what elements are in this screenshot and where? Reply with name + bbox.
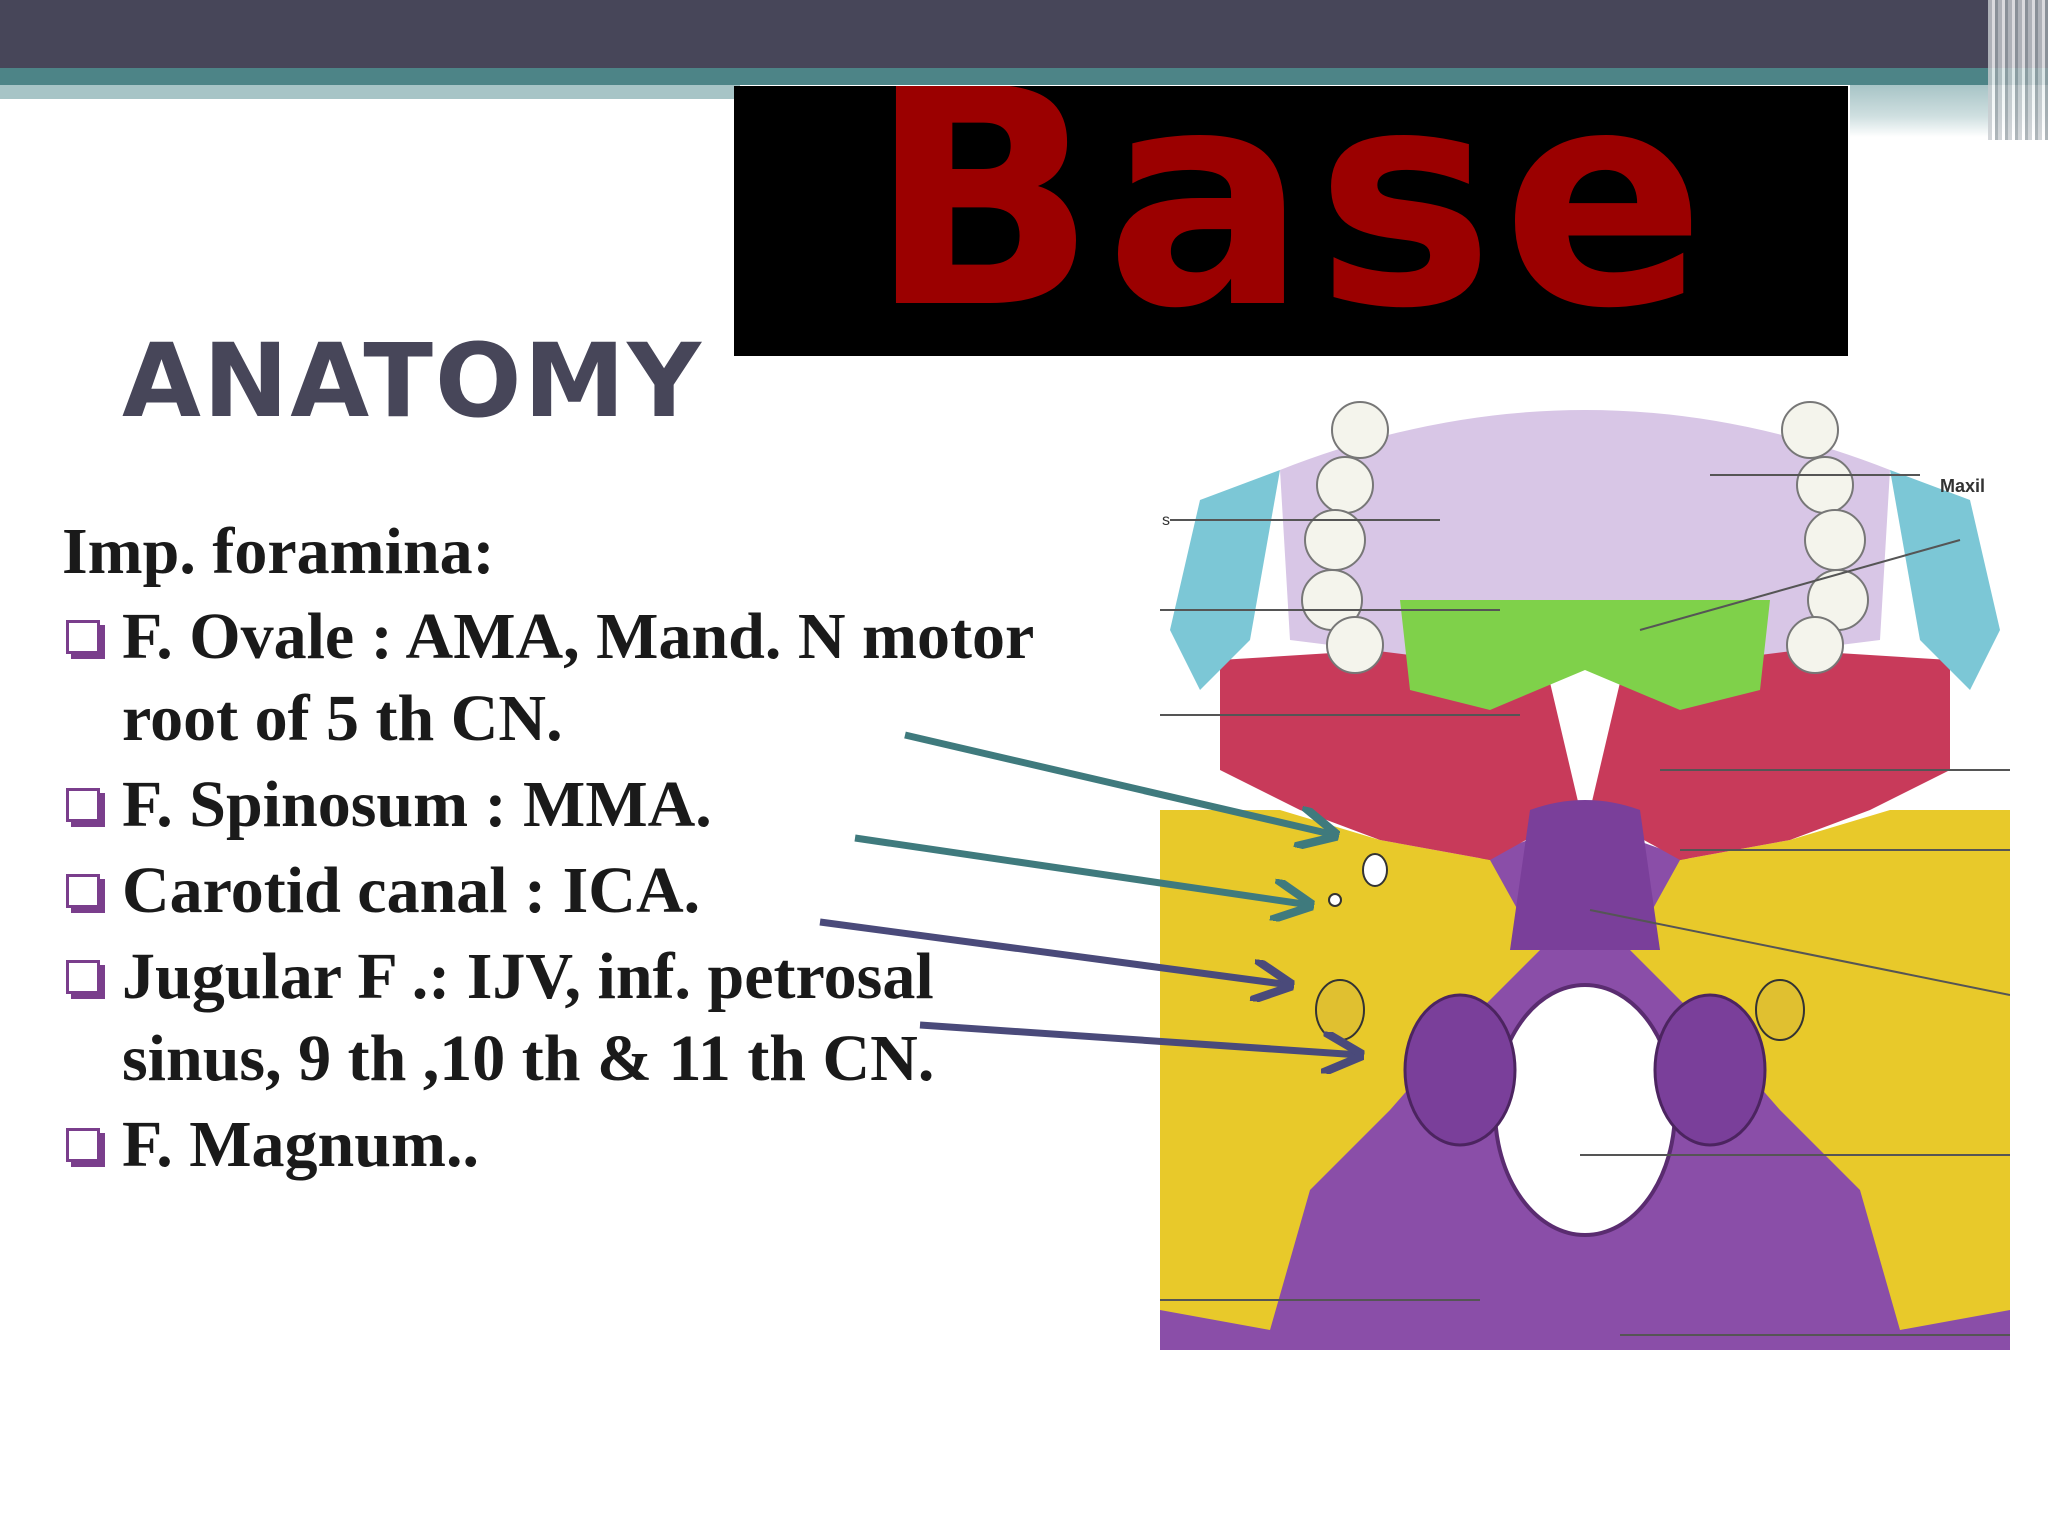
- list-item: Jugular F .: IJV, inf. petrosal sinus, 9…: [62, 936, 1042, 1100]
- list-item-text: F. Ovale : AMA, Mand. N motor root of 5 …: [122, 600, 1034, 755]
- list-item: F. Ovale : AMA, Mand. N motor root of 5 …: [62, 596, 1042, 760]
- checkbox-bullet-icon: [66, 788, 100, 822]
- list-item: F. Magnum..: [62, 1104, 1042, 1186]
- slide-body: Imp. foramina: F. Ovale : AMA, Mand. N m…: [62, 512, 1042, 1190]
- checkbox-bullet-icon: [66, 620, 100, 654]
- list-item-text: Jugular F .: IJV, inf. petrosal sinus, 9…: [122, 940, 935, 1095]
- top-header-bar: [0, 0, 2048, 68]
- accent-bar-light: [0, 85, 740, 99]
- intro-heading: Imp. foramina:: [62, 515, 495, 588]
- list-item-text: F. Spinosum : MMA.: [122, 768, 712, 841]
- figure-label-left: s: [1162, 512, 1170, 529]
- decorative-stripes: [1988, 0, 2048, 140]
- slide-title: ANATOMY: [122, 322, 703, 441]
- banner-text: Base: [868, 86, 1714, 356]
- checkbox-bullet-icon: [66, 874, 100, 908]
- foramina-list: F. Ovale : AMA, Mand. N motor root of 5 …: [62, 596, 1042, 1186]
- base-banner: Base: [734, 86, 1848, 356]
- checkbox-bullet-icon: [66, 960, 100, 994]
- list-item-text: Carotid canal : ICA.: [122, 854, 701, 927]
- list-item-text: F. Magnum..: [122, 1108, 479, 1181]
- figure-label-maxilla: Maxil: [1940, 476, 1985, 496]
- list-item: Carotid canal : ICA.: [62, 850, 1042, 932]
- checkbox-bullet-icon: [66, 1128, 100, 1162]
- accent-bar: [0, 68, 2048, 85]
- skull-base-illustration: Maxil s: [1160, 390, 2010, 1350]
- list-item: F. Spinosum : MMA.: [62, 764, 1042, 846]
